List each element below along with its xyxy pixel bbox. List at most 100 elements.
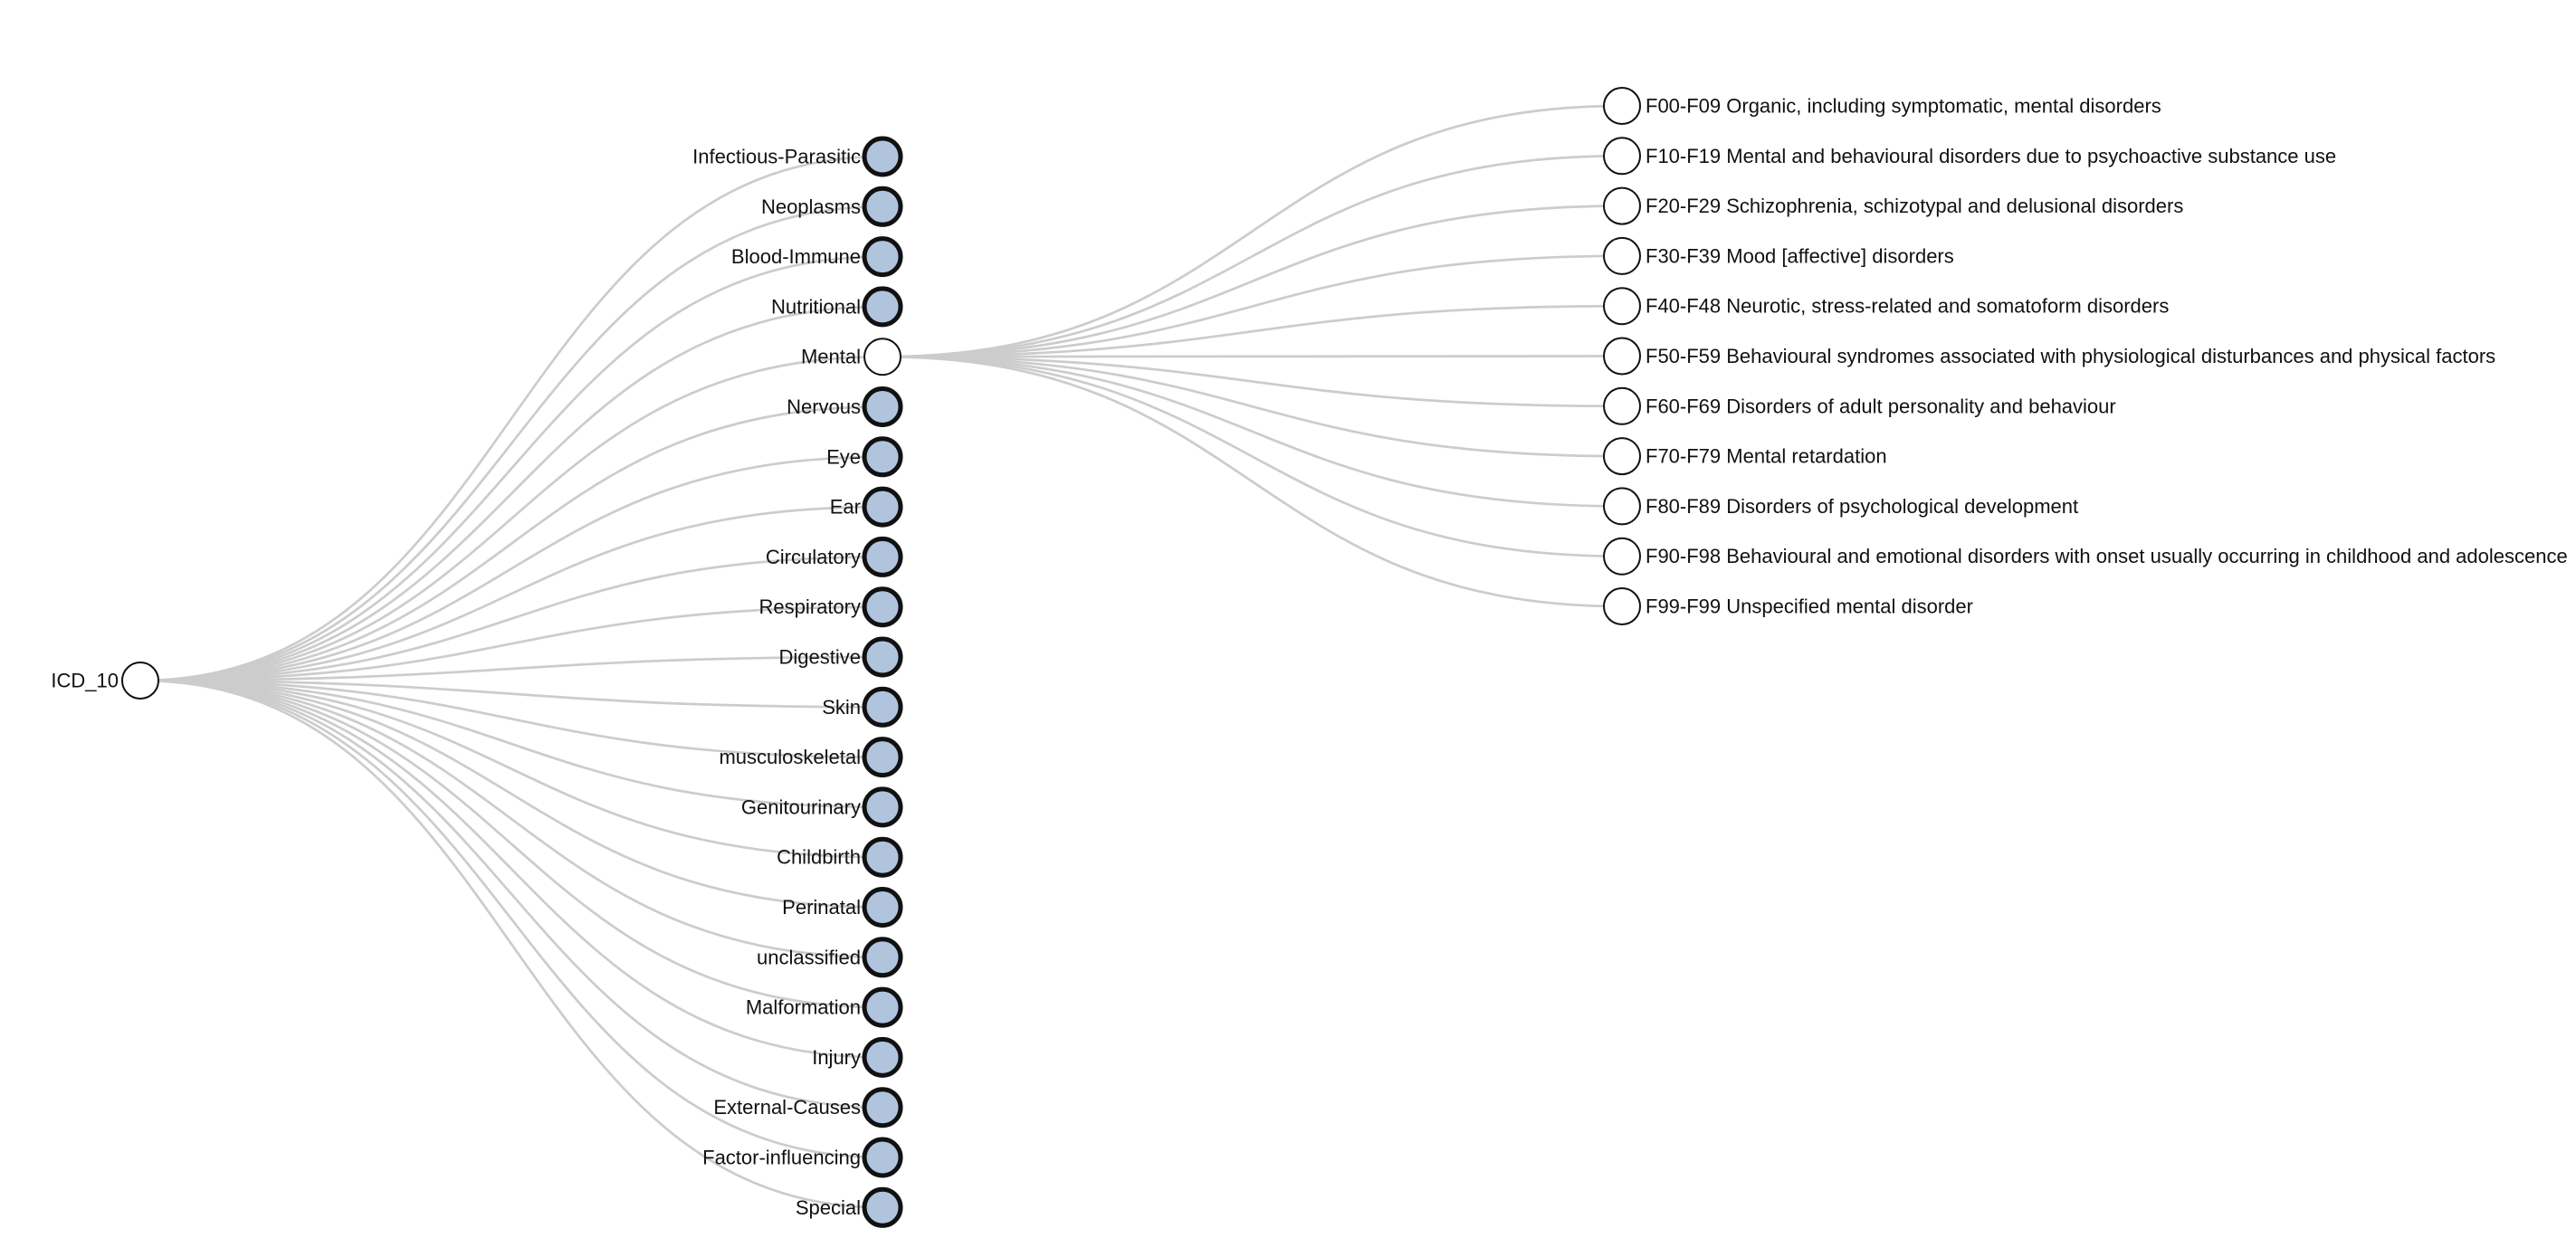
link-mental-to-f70-f79: [882, 355, 1623, 458]
mental-child-node-f30-f39-circle[interactable]: [1603, 236, 1641, 275]
mental-child-node-f20-f29[interactable]: F20-F29 Schizophrenia, schizotypal and d…: [1603, 186, 2183, 225]
mental-child-node-f10-f19[interactable]: F10-F19 Mental and behavioural disorders…: [1603, 137, 2336, 176]
chapter-node-ear[interactable]: Ear: [830, 486, 903, 528]
chapter-node-blood-immune[interactable]: Blood-Immune: [731, 236, 903, 278]
mental-child-node-f50-f59[interactable]: F50-F59 Behavioural syndromes associated…: [1603, 337, 2495, 376]
link-root-to-nutritional: [139, 305, 883, 682]
root-node-icd-10-label: ICD_10: [51, 670, 119, 692]
chapter-node-respiratory-circle[interactable]: [862, 586, 903, 628]
chapter-node-childbirth-circle[interactable]: [862, 836, 903, 878]
mental-child-node-f80-f89-circle[interactable]: [1603, 487, 1641, 526]
chapter-node-external-causes-label: External-Causes: [713, 1096, 861, 1119]
mental-child-node-f40-f48[interactable]: F40-F48 Neurotic, stress-related and som…: [1603, 287, 2169, 326]
chapter-node-nervous-circle[interactable]: [862, 386, 903, 427]
link-mental-to-f20-f29: [882, 205, 1623, 358]
mental-child-node-f90-f98-circle[interactable]: [1603, 537, 1641, 576]
links-layer: [139, 104, 1623, 1209]
chapter-node-perinatal-label: Perinatal: [782, 896, 861, 919]
chapter-node-nutritional[interactable]: Nutritional: [771, 286, 903, 328]
mental-child-node-f80-f89[interactable]: F80-F89 Disorders of psychological devel…: [1603, 487, 2078, 526]
mental-child-node-f90-f98[interactable]: F90-F98 Behavioural and emotional disord…: [1603, 537, 2568, 576]
mental-child-node-f50-f59-circle[interactable]: [1603, 337, 1641, 376]
mental-child-node-f40-f48-label: F40-F48 Neurotic, stress-related and som…: [1646, 295, 2169, 318]
mental-child-node-f60-f69-circle[interactable]: [1603, 386, 1641, 425]
mental-child-node-f30-f39-label: F30-F39 Mood [affective] disorders: [1646, 244, 1954, 267]
chapter-node-respiratory[interactable]: Respiratory: [759, 586, 903, 628]
chapter-node-unclassified-circle[interactable]: [862, 937, 903, 978]
mental-child-node-f60-f69[interactable]: F60-F69 Disorders of adult personality a…: [1603, 386, 2116, 425]
mental-child-node-f20-f29-circle[interactable]: [1603, 186, 1641, 225]
chapter-node-mental-circle[interactable]: [863, 338, 902, 376]
mental-child-node-f30-f39[interactable]: F30-F39 Mood [affective] disorders: [1603, 236, 1954, 275]
link-root-to-factor-influencing: [139, 679, 883, 1159]
link-root-to-injury: [139, 679, 883, 1059]
chapter-node-nervous-label: Nervous: [787, 395, 861, 418]
root-node-icd-10-circle[interactable]: [121, 662, 159, 700]
chapter-node-skin-circle[interactable]: [862, 686, 903, 728]
chapter-node-ear-circle[interactable]: [862, 486, 903, 528]
chapter-node-neoplasms[interactable]: Neoplasms: [761, 186, 903, 227]
mental-child-node-f99-f99[interactable]: F99-F99 Unspecified mental disorder: [1603, 587, 1973, 625]
chapter-node-infectious-parasitic[interactable]: Infectious-Parasitic: [692, 136, 903, 177]
link-root-to-perinatal: [139, 679, 883, 909]
link-root-to-circulatory: [139, 556, 883, 682]
root-node-icd-10[interactable]: ICD_10: [51, 662, 159, 700]
chapter-node-special[interactable]: Special: [796, 1186, 903, 1228]
link-mental-to-f90-f98: [882, 355, 1623, 558]
mental-child-node-f70-f79-label: F70-F79 Mental retardation: [1646, 445, 1887, 468]
chapter-node-skin[interactable]: Skin: [822, 686, 903, 728]
chapter-node-external-causes-circle[interactable]: [862, 1087, 903, 1128]
chapter-node-external-causes[interactable]: External-Causes: [713, 1087, 903, 1128]
link-mental-to-f00-f09: [882, 104, 1623, 358]
mental-child-node-f40-f48-circle[interactable]: [1603, 287, 1641, 326]
mental-child-node-f00-f09[interactable]: F00-F09 Organic, including symptomatic, …: [1603, 87, 2161, 125]
chapter-node-eye-circle[interactable]: [862, 436, 903, 478]
mental-child-node-f99-f99-circle[interactable]: [1603, 587, 1641, 625]
chapter-node-genitourinary-circle[interactable]: [862, 786, 903, 828]
link-mental-to-f10-f19: [882, 154, 1623, 358]
chapter-node-nutritional-circle[interactable]: [862, 286, 903, 328]
mental-child-node-f10-f19-circle[interactable]: [1603, 137, 1641, 176]
link-root-to-eye: [139, 455, 883, 682]
chapter-node-blood-immune-circle[interactable]: [862, 236, 903, 278]
chapter-node-infectious-parasitic-circle[interactable]: [862, 136, 903, 177]
chapter-node-perinatal-circle[interactable]: [862, 887, 903, 928]
chapter-node-special-circle[interactable]: [862, 1186, 903, 1228]
chapter-node-injury[interactable]: Injury: [812, 1036, 903, 1078]
chapter-node-unclassified[interactable]: unclassified: [757, 937, 903, 978]
mental-child-node-f00-f09-circle[interactable]: [1603, 87, 1641, 125]
mental-child-node-f20-f29-label: F20-F29 Schizophrenia, schizotypal and d…: [1646, 195, 2183, 217]
chapter-node-genitourinary[interactable]: Genitourinary: [741, 786, 903, 828]
chapter-node-digestive-label: Digestive: [779, 646, 861, 669]
chapter-node-skin-label: Skin: [822, 696, 861, 719]
mental-child-node-f50-f59-label: F50-F59 Behavioural syndromes associated…: [1646, 345, 2495, 367]
link-root-to-unclassified: [139, 679, 883, 959]
chapter-node-mental[interactable]: Mental: [801, 338, 902, 376]
mental-child-node-f70-f79-circle[interactable]: [1603, 437, 1641, 476]
link-root-to-neoplasms: [139, 205, 883, 682]
chapter-node-nervous[interactable]: Nervous: [787, 386, 903, 427]
chapter-node-eye[interactable]: Eye: [826, 436, 903, 478]
chapter-node-digestive-circle[interactable]: [862, 636, 903, 678]
chapter-node-digestive[interactable]: Digestive: [779, 636, 903, 678]
link-root-to-infectious-parasitic: [139, 155, 883, 682]
mental-child-node-f00-f09-label: F00-F09 Organic, including symptomatic, …: [1646, 95, 2161, 118]
chapter-node-factor-influencing[interactable]: Factor-influencing: [702, 1137, 903, 1178]
chapter-node-mental-label: Mental: [801, 346, 861, 368]
chapter-node-factor-influencing-circle[interactable]: [862, 1137, 903, 1178]
chapter-node-nutritional-label: Nutritional: [771, 295, 861, 318]
chapter-node-musculoskeletal[interactable]: musculoskeletal: [719, 737, 903, 778]
chapter-node-injury-circle[interactable]: [862, 1036, 903, 1078]
chapter-node-circulatory-circle[interactable]: [862, 536, 903, 577]
chapter-node-neoplasms-circle[interactable]: [862, 186, 903, 227]
link-mental-to-f30-f39: [882, 254, 1623, 358]
mental-child-node-f70-f79[interactable]: F70-F79 Mental retardation: [1603, 437, 1887, 476]
chapter-node-childbirth[interactable]: Childbirth: [777, 836, 903, 878]
chapter-node-circulatory[interactable]: Circulatory: [766, 536, 903, 577]
chapter-node-special-label: Special: [796, 1196, 861, 1219]
chapter-node-perinatal[interactable]: Perinatal: [782, 887, 903, 928]
chapter-node-musculoskeletal-circle[interactable]: [862, 737, 903, 778]
chapter-node-malformation-circle[interactable]: [862, 986, 903, 1028]
chapter-node-malformation[interactable]: Malformation: [746, 986, 903, 1028]
chapter-node-infectious-parasitic-label: Infectious-Parasitic: [692, 146, 861, 168]
